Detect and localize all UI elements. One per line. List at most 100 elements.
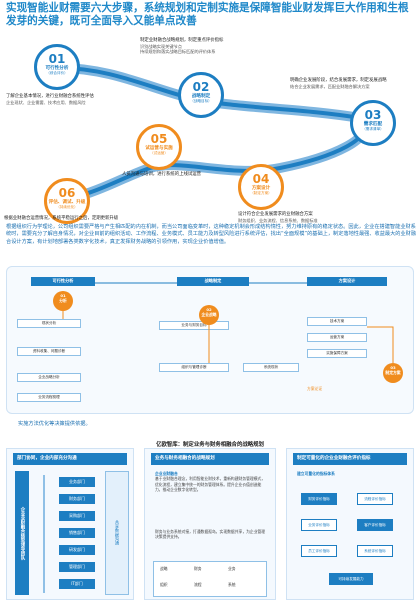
flow-header-mid: 战略制定	[177, 277, 249, 286]
page-title: 实现智能业财需要六大步骤，系统规划和定制实施是保障智能业财发挥巨大作用和生根发芽…	[6, 2, 409, 27]
table-cell: 流程	[194, 582, 202, 587]
note-head: 人员沟通与培训，进行系统的上线试运营	[122, 172, 202, 177]
step-number: 01	[48, 52, 66, 66]
dept-box: 财务部门	[59, 494, 95, 504]
flow-item: 业务与财务目标	[159, 321, 229, 330]
step-name: 战略制定	[191, 94, 211, 99]
note-item: 财务组织、业务流程、信息系统、数据标准	[238, 217, 318, 223]
panel-eval-metrics: 制定可量化的企业业财融合评价指标 建立可量化的指标体系 财务评价指标 流程评价指…	[286, 448, 414, 600]
note-step-03: 明确企业发展阶段，结合发展需求，制定发展战略 结合企业发展需求，匹配业财融合解决…	[290, 78, 416, 89]
panel-heading: 业务与财务相融合的战略规划	[151, 453, 269, 465]
flow-item: 资料收集、问题诊断	[17, 347, 81, 356]
flow-diagram: 可行性分析 现状分析 资料收集、问题诊断 企业战略分析 业务流程梳理 01 分析…	[6, 266, 414, 414]
step-name: 试运营与实施	[145, 146, 173, 151]
roadmap: 01 可行性分析 （综合评价） 02 战略制定 （战略目标） 03 需求匹配 （…	[0, 28, 420, 228]
step-name: 评估、调试、升级	[48, 200, 86, 205]
dept-box: IT部门	[59, 579, 95, 589]
step-06: 06 评估、调试、升级 （持续优化）	[44, 178, 90, 224]
note-step-01: 了解企业基本情况，进行业财融合系统性评估 企业现状、企业需要、技术应用、数据风险	[6, 94, 136, 105]
step-name: 方案设计	[251, 186, 271, 191]
strategy-text: 企业业财融合 基于业财融合理念，利用智能业财技术，重新构建财务管理模式，优化流程…	[155, 471, 267, 493]
metric-box: 流程评价指标	[357, 493, 393, 505]
note-item: 结合企业发展需求，匹配业财融合解决方案	[290, 83, 370, 89]
table-cell: 战略	[160, 566, 168, 571]
step-sub: （需求清单）	[362, 127, 384, 131]
flow-item: 组织与管理诊断	[159, 363, 229, 372]
flow-item: 运营方案	[307, 333, 367, 342]
note-step-04: 设计符合企业发展需求的业财融合方案 财务组织、业务流程、信息系统、数据标准	[238, 212, 408, 223]
panel-strategy-plan: 业务与财务相融合的战略规划 企业业财融合 基于业财融合理念，利用智能业财技术，重…	[144, 448, 276, 600]
table-cell: 财务	[194, 566, 202, 571]
step-name: 可行性分析	[45, 66, 69, 71]
metrics-sub-label: 建立可量化的指标体系	[297, 471, 335, 476]
flow-note: 方案论证	[307, 386, 323, 391]
step-01: 01 可行性分析 （综合评价）	[34, 44, 80, 90]
step-number: 02	[192, 80, 210, 94]
panel-department-collab: 部门协同，企业内部充分沟通 企业业财融合转型领导团队 业务部门 财务部门 采购部…	[6, 448, 134, 600]
table-cell: 组织	[160, 582, 168, 587]
strategy-lead: 企业业财融合	[155, 471, 178, 476]
note-head: 了解企业基本情况，进行业财融合系统性评估	[6, 94, 94, 99]
step-sub: （综合评价）	[46, 71, 68, 75]
note-head: 明确企业发展阶段，结合发展需求，制定发展战略	[290, 78, 387, 83]
note-step-06: 根据业财融合运营情况，系统平稳运行之后，定期更新升级	[4, 216, 224, 222]
flow-header-right: 方案设计	[307, 277, 387, 286]
summary-text: 根据组织行为学理论，公司组织需要严格与产生相匹配的内在机制，而当公司面临变革时，…	[6, 224, 416, 247]
metric-box: 可持续发展能力	[329, 573, 373, 585]
note-item: 企业现状、企业需要、技术应用、数据风险	[6, 99, 86, 105]
dept-box: 管理部门	[59, 562, 95, 572]
data-share-column: 共享数据沟通	[105, 471, 129, 595]
dept-box: 销售部门	[59, 528, 95, 538]
step-sub: （持续优化）	[56, 205, 78, 209]
note-item: 识别战略实现关键节点	[140, 43, 182, 49]
flow-item: 企业战略分析	[17, 373, 81, 382]
step-number: 05	[150, 132, 168, 146]
step-05: 05 试运营与实施 （试运营）	[136, 124, 182, 170]
metric-box: 财务评价指标	[301, 493, 337, 505]
panel-heading: 制定可量化的企业业财融合评价指标	[293, 453, 407, 465]
step-number: 06	[58, 186, 76, 200]
step-03: 03 需求匹配 （需求清单）	[350, 100, 396, 146]
note-head: 制定业财融合战略规划，制定重点评价指标	[140, 38, 224, 43]
dept-box: 业务部门	[59, 477, 95, 487]
table-cell: 系统	[228, 582, 236, 587]
dept-box: 研发部门	[59, 545, 95, 555]
metric-box: 业务评价指标	[301, 519, 337, 531]
bottom-subtitle: 亿欧智库：制定业务与财务相融合的战略规划	[156, 442, 264, 448]
strategy-text-2: 财务与业务系统对接，打通数据孤岛，实现数据共享，为企业管理决策提供支持。	[155, 529, 266, 540]
step-number: 04	[252, 172, 270, 186]
table-cell: 业务	[228, 566, 236, 571]
strategy-body: 基于业财融合理念，利用智能业财技术，重新构建财务管理模式，优化流程，建立集中统一…	[155, 476, 266, 493]
metrics-sub: 建立可量化的指标体系	[297, 471, 407, 476]
step-04: 04 方案设计 （制定方案）	[238, 164, 284, 210]
flow-item: 技术方案	[307, 317, 367, 326]
flow-item: 现状分析	[17, 319, 81, 328]
metric-box: 系统评价指标	[357, 545, 393, 557]
step-sub: （制定方案）	[250, 191, 272, 195]
note-head: 设计符合企业发展需求的业财融合方案	[238, 212, 313, 217]
summary-paragraph: 根据组织行为学理论，公司组织需要严格与产生相匹配的内在机制，而当公司面临变革时，…	[6, 224, 417, 245]
step-02: 02 战略制定 （战略目标）	[178, 72, 224, 118]
flow-circle-3: 03 制定方案	[383, 363, 403, 383]
note-step-02: 制定业财融合战略规划，制定重点评价指标 识别战略实现关键节点 持续规划和落实战略…	[140, 38, 290, 55]
connector-spine	[43, 475, 45, 593]
flow-caption: 实施方法优化等决策提供依据。	[18, 421, 91, 427]
step-sub: （战略目标）	[190, 99, 212, 103]
flow-circle-1: 01 分析	[53, 291, 73, 311]
flow-item: 实施保障方案	[307, 349, 367, 358]
metric-box: 客户评价指标	[357, 519, 393, 531]
panel-heading: 部门协同，企业内部充分沟通	[13, 453, 127, 465]
metric-box: 员工评价指标	[301, 545, 337, 557]
note-step-05: 人员沟通与培训，进行系统的上线试运营	[122, 172, 232, 178]
flow-circle-2: 02 企业战略	[199, 305, 219, 325]
flow-item: 业务流程梳理	[17, 393, 81, 402]
flow-header-left: 可行性分析	[31, 277, 95, 286]
step-sub: （试运营）	[150, 151, 168, 155]
note-item: 持续规划和落实战略目标匹配的评价体系	[140, 49, 216, 55]
dept-box: 采购部门	[59, 511, 95, 521]
note-head: 根据业财融合运营情况，系统平稳运行之后，定期更新升级	[4, 216, 119, 221]
strategy-table: 战略 财务 业务 组织 流程 系统	[153, 561, 267, 597]
step-name: 需求匹配	[363, 122, 383, 127]
step-number: 03	[364, 108, 382, 122]
leadership-team: 企业业财融合转型领导团队	[15, 471, 29, 595]
